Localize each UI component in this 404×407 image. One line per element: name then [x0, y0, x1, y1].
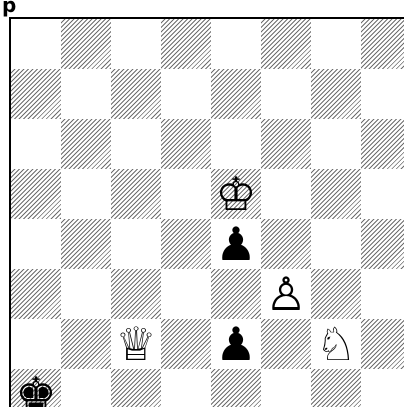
square-e8[interactable] — [211, 19, 261, 69]
square-d5[interactable] — [161, 169, 211, 219]
square-c1[interactable] — [111, 369, 161, 407]
square-c8[interactable] — [111, 19, 161, 69]
square-f7[interactable] — [261, 69, 311, 119]
square-d6[interactable] — [161, 119, 211, 169]
square-h5[interactable] — [361, 169, 404, 219]
square-a5[interactable] — [11, 169, 61, 219]
square-d7[interactable] — [161, 69, 211, 119]
square-b6[interactable] — [61, 119, 111, 169]
square-f2[interactable] — [261, 319, 311, 369]
square-g7[interactable] — [311, 69, 361, 119]
square-f1[interactable] — [261, 369, 311, 407]
square-h4[interactable] — [361, 219, 404, 269]
square-f4[interactable] — [261, 219, 311, 269]
white-king-icon[interactable]: ♔ — [211, 169, 261, 219]
square-b1[interactable] — [61, 369, 111, 407]
square-b3[interactable] — [61, 269, 111, 319]
square-e3[interactable] — [211, 269, 261, 319]
square-a2[interactable] — [11, 319, 61, 369]
square-b2[interactable] — [61, 319, 111, 369]
square-a3[interactable] — [11, 269, 61, 319]
square-d8[interactable] — [161, 19, 211, 69]
square-h2[interactable] — [361, 319, 404, 369]
side-to-move-label: p — [2, 0, 16, 15]
square-g4[interactable] — [311, 219, 361, 269]
chess-board: ♔♟♙♕♟♘♚ — [9, 17, 404, 407]
square-b7[interactable] — [61, 69, 111, 119]
square-d3[interactable] — [161, 269, 211, 319]
square-h8[interactable] — [361, 19, 404, 69]
square-h1[interactable] — [361, 369, 404, 407]
square-a6[interactable] — [11, 119, 61, 169]
square-h6[interactable] — [361, 119, 404, 169]
square-c7[interactable] — [111, 69, 161, 119]
black-pawn-icon[interactable]: ♟ — [211, 219, 261, 269]
square-a8[interactable] — [11, 19, 61, 69]
square-g8[interactable] — [311, 19, 361, 69]
square-g5[interactable] — [311, 169, 361, 219]
white-knight-icon[interactable]: ♘ — [311, 319, 361, 369]
square-g3[interactable] — [311, 269, 361, 319]
square-g6[interactable] — [311, 119, 361, 169]
square-f5[interactable] — [261, 169, 311, 219]
square-d4[interactable] — [161, 219, 211, 269]
square-f6[interactable] — [261, 119, 311, 169]
white-queen-icon[interactable]: ♕ — [111, 319, 161, 369]
square-c5[interactable] — [111, 169, 161, 219]
square-c4[interactable] — [111, 219, 161, 269]
square-b8[interactable] — [61, 19, 111, 69]
square-c6[interactable] — [111, 119, 161, 169]
black-king-icon[interactable]: ♚ — [11, 369, 61, 407]
square-c3[interactable] — [111, 269, 161, 319]
square-b4[interactable] — [61, 219, 111, 269]
black-pawn-icon[interactable]: ♟ — [211, 319, 261, 369]
square-g1[interactable] — [311, 369, 361, 407]
square-a7[interactable] — [11, 69, 61, 119]
square-d1[interactable] — [161, 369, 211, 407]
square-e6[interactable] — [211, 119, 261, 169]
square-d2[interactable] — [161, 319, 211, 369]
square-f8[interactable] — [261, 19, 311, 69]
square-e7[interactable] — [211, 69, 261, 119]
square-a4[interactable] — [11, 219, 61, 269]
square-e1[interactable] — [211, 369, 261, 407]
white-pawn-icon[interactable]: ♙ — [261, 269, 311, 319]
square-h3[interactable] — [361, 269, 404, 319]
square-b5[interactable] — [61, 169, 111, 219]
square-h7[interactable] — [361, 69, 404, 119]
